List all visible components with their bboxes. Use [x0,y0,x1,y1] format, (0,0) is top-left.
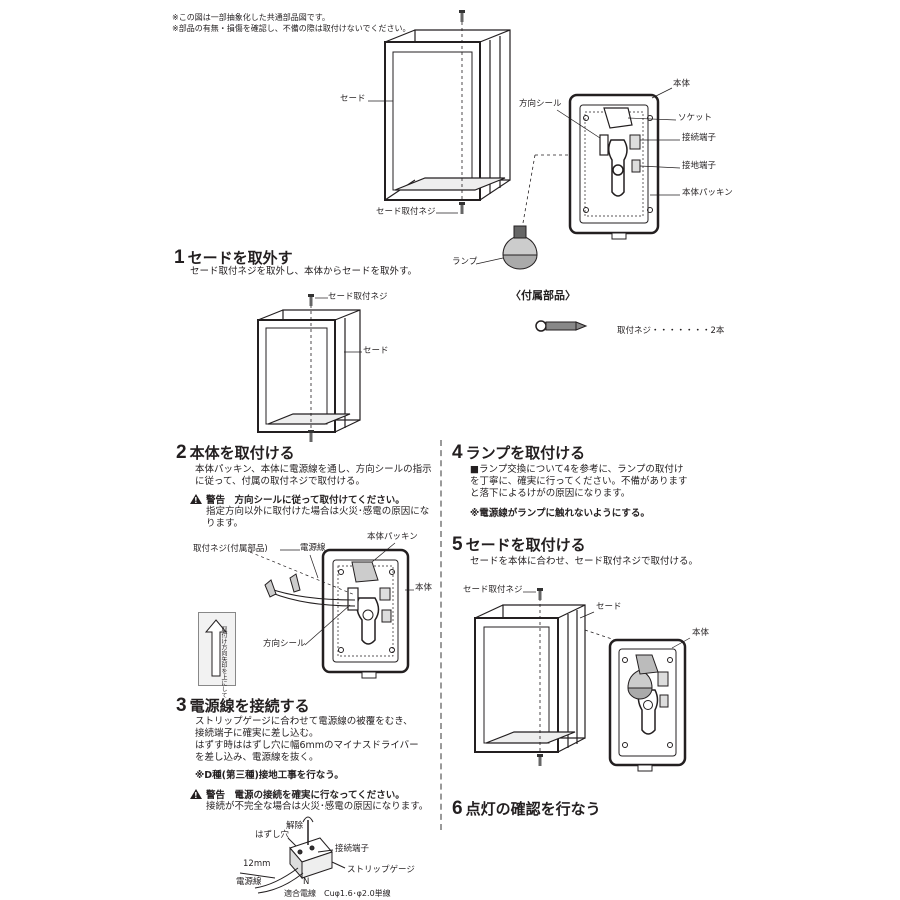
label-connection-terminal: 接続端子 [682,133,717,143]
step3-label-12mm: 12mm [243,859,271,869]
step2-body: 本体パッキン、本体に電源線を通し、方向シールの指示に従って、付属の取付ネジで取付… [195,464,432,487]
step3-warning-title: 警告 電源の接続を確実に行なってください。 [190,789,405,802]
step6-title: 点灯の確認を行なう [465,800,601,818]
label-socket: ソケット [678,113,713,123]
step2-warning-title: 警告 方向シールに従って取付けてください。 [190,494,405,507]
label-ground-terminal: 接地端子 [682,161,717,171]
top-shade-drawing [384,29,511,201]
step2-title: 本体を取付ける [189,444,295,462]
step3-body-2: 接続端子に確実に差し込む。 [195,728,319,739]
step4-body-3: と落下によるけがの原因になります。 [470,488,631,499]
step3-number: 3 [176,695,187,716]
label-direction-seal: 方向シール [519,99,562,109]
step5-label-screw: セード取付ネジ [463,585,523,595]
step4-title: ランプを取付ける [465,444,586,462]
label-lamp: ランプ [452,257,478,267]
note-line-1: ※この図は一部抽象化した共通部品図です。 [172,13,330,22]
step5-body-drawing [608,638,687,772]
step3-label-release: 解除 [286,821,304,831]
step1-title: セードを取外す [187,249,293,267]
step3-label-n: N [303,877,310,887]
step1-number: 1 [174,247,185,268]
step3-label-hole: はずし穴 [255,830,290,840]
direction-seal-text: 取付け方向矢印を上にして [220,626,227,698]
step3-terminal-drawing [239,816,346,894]
step4-body-2: を丁寧に、確実に行ってください。不備があります [470,476,688,487]
step4-note: ※電源線がランプに触れないようにする。 [470,508,650,519]
label-body: 本体 [673,79,691,89]
warning-triangle-icon [190,494,202,507]
step5-label-body: 本体 [692,628,710,638]
step5-title: セードを取付ける [465,536,586,554]
step3-label-wire: 適合電線 Cuφ1.6･φ2.0単線 [284,889,391,898]
step2-label-packing: 本体パッキン [367,532,418,542]
label-shade: セード [340,94,366,104]
step1-label-screw: セード取付ネジ [328,292,388,302]
step2-label-screw: 取付ネジ(付属部品) [193,544,268,554]
step6-number: 6 [452,798,463,819]
step3-label-gauge: ストリップゲージ [347,865,415,875]
step2-label-seal: 方向シール [263,639,306,649]
step3-body-1: ストリップゲージに合わせて電源線の被覆をむき、 [195,716,413,727]
step5-number: 5 [452,534,463,555]
step2-label-power: 電源線 [300,543,326,553]
step3-body-4: を差し込み、電源線を抜く。 [195,752,319,763]
up-arrow-icon [204,619,228,677]
step4-number: 4 [452,442,463,463]
step2-body-drawing [321,548,410,679]
step2-warning-body: 指定方向以外に取付けた場合は火災･感電の原因になります。 [206,506,430,529]
label-shade-screw: セード取付ネジ [376,207,436,217]
step1-body: セード取付ネジを取外し、本体からセードを取外す。 [190,266,418,277]
step2-label-body: 本体 [415,583,433,593]
top-lamp-drawing [502,225,538,270]
step4-body-1: ■ランプ交換について4を参考に、ランプの取付け [470,464,684,475]
label-body-packing: 本体パッキン [682,188,733,198]
step5-shade-drawing [474,598,616,756]
step2-warning-title-text: 警告 方向シールに従って取付けてください。 [206,495,405,506]
step2-number: 2 [176,442,187,463]
step5-label-shade: セード [596,602,622,612]
step3-body-3: はずす時ははずし穴に幅6mmのマイナスドライバー [195,740,419,751]
top-body-drawing [568,93,660,240]
warning-triangle-icon [190,789,202,802]
step1-shade-drawing [257,305,361,433]
column-divider [440,440,442,830]
accessories-item: 取付ネジ・・・・・・・2本 [617,326,725,336]
step3-title: 電源線を接続する [189,697,310,715]
step3-warning-body: 接続が不完全な場合は火災･感電の原因になります。 [206,801,429,812]
note-line-2: ※部品の有無・損傷を確認し、不備の際は取付けないでください。 [172,24,411,33]
step1-label-shade: セード [363,346,389,356]
step3-warning-title-text: 警告 電源の接続を確実に行なってください。 [206,790,405,801]
step3-label-power: 電源線 [236,877,262,887]
step3-ground-note: ※D種(第三種)接地工事を行なう。 [195,770,344,781]
accessories-title: 〈付属部品〉 [510,289,576,302]
step3-label-terminal: 接続端子 [335,844,370,854]
accessory-screw-drawing [535,320,588,332]
step5-body: セードを本体に合わせ、セード取付ネジで取付ける。 [470,556,699,567]
